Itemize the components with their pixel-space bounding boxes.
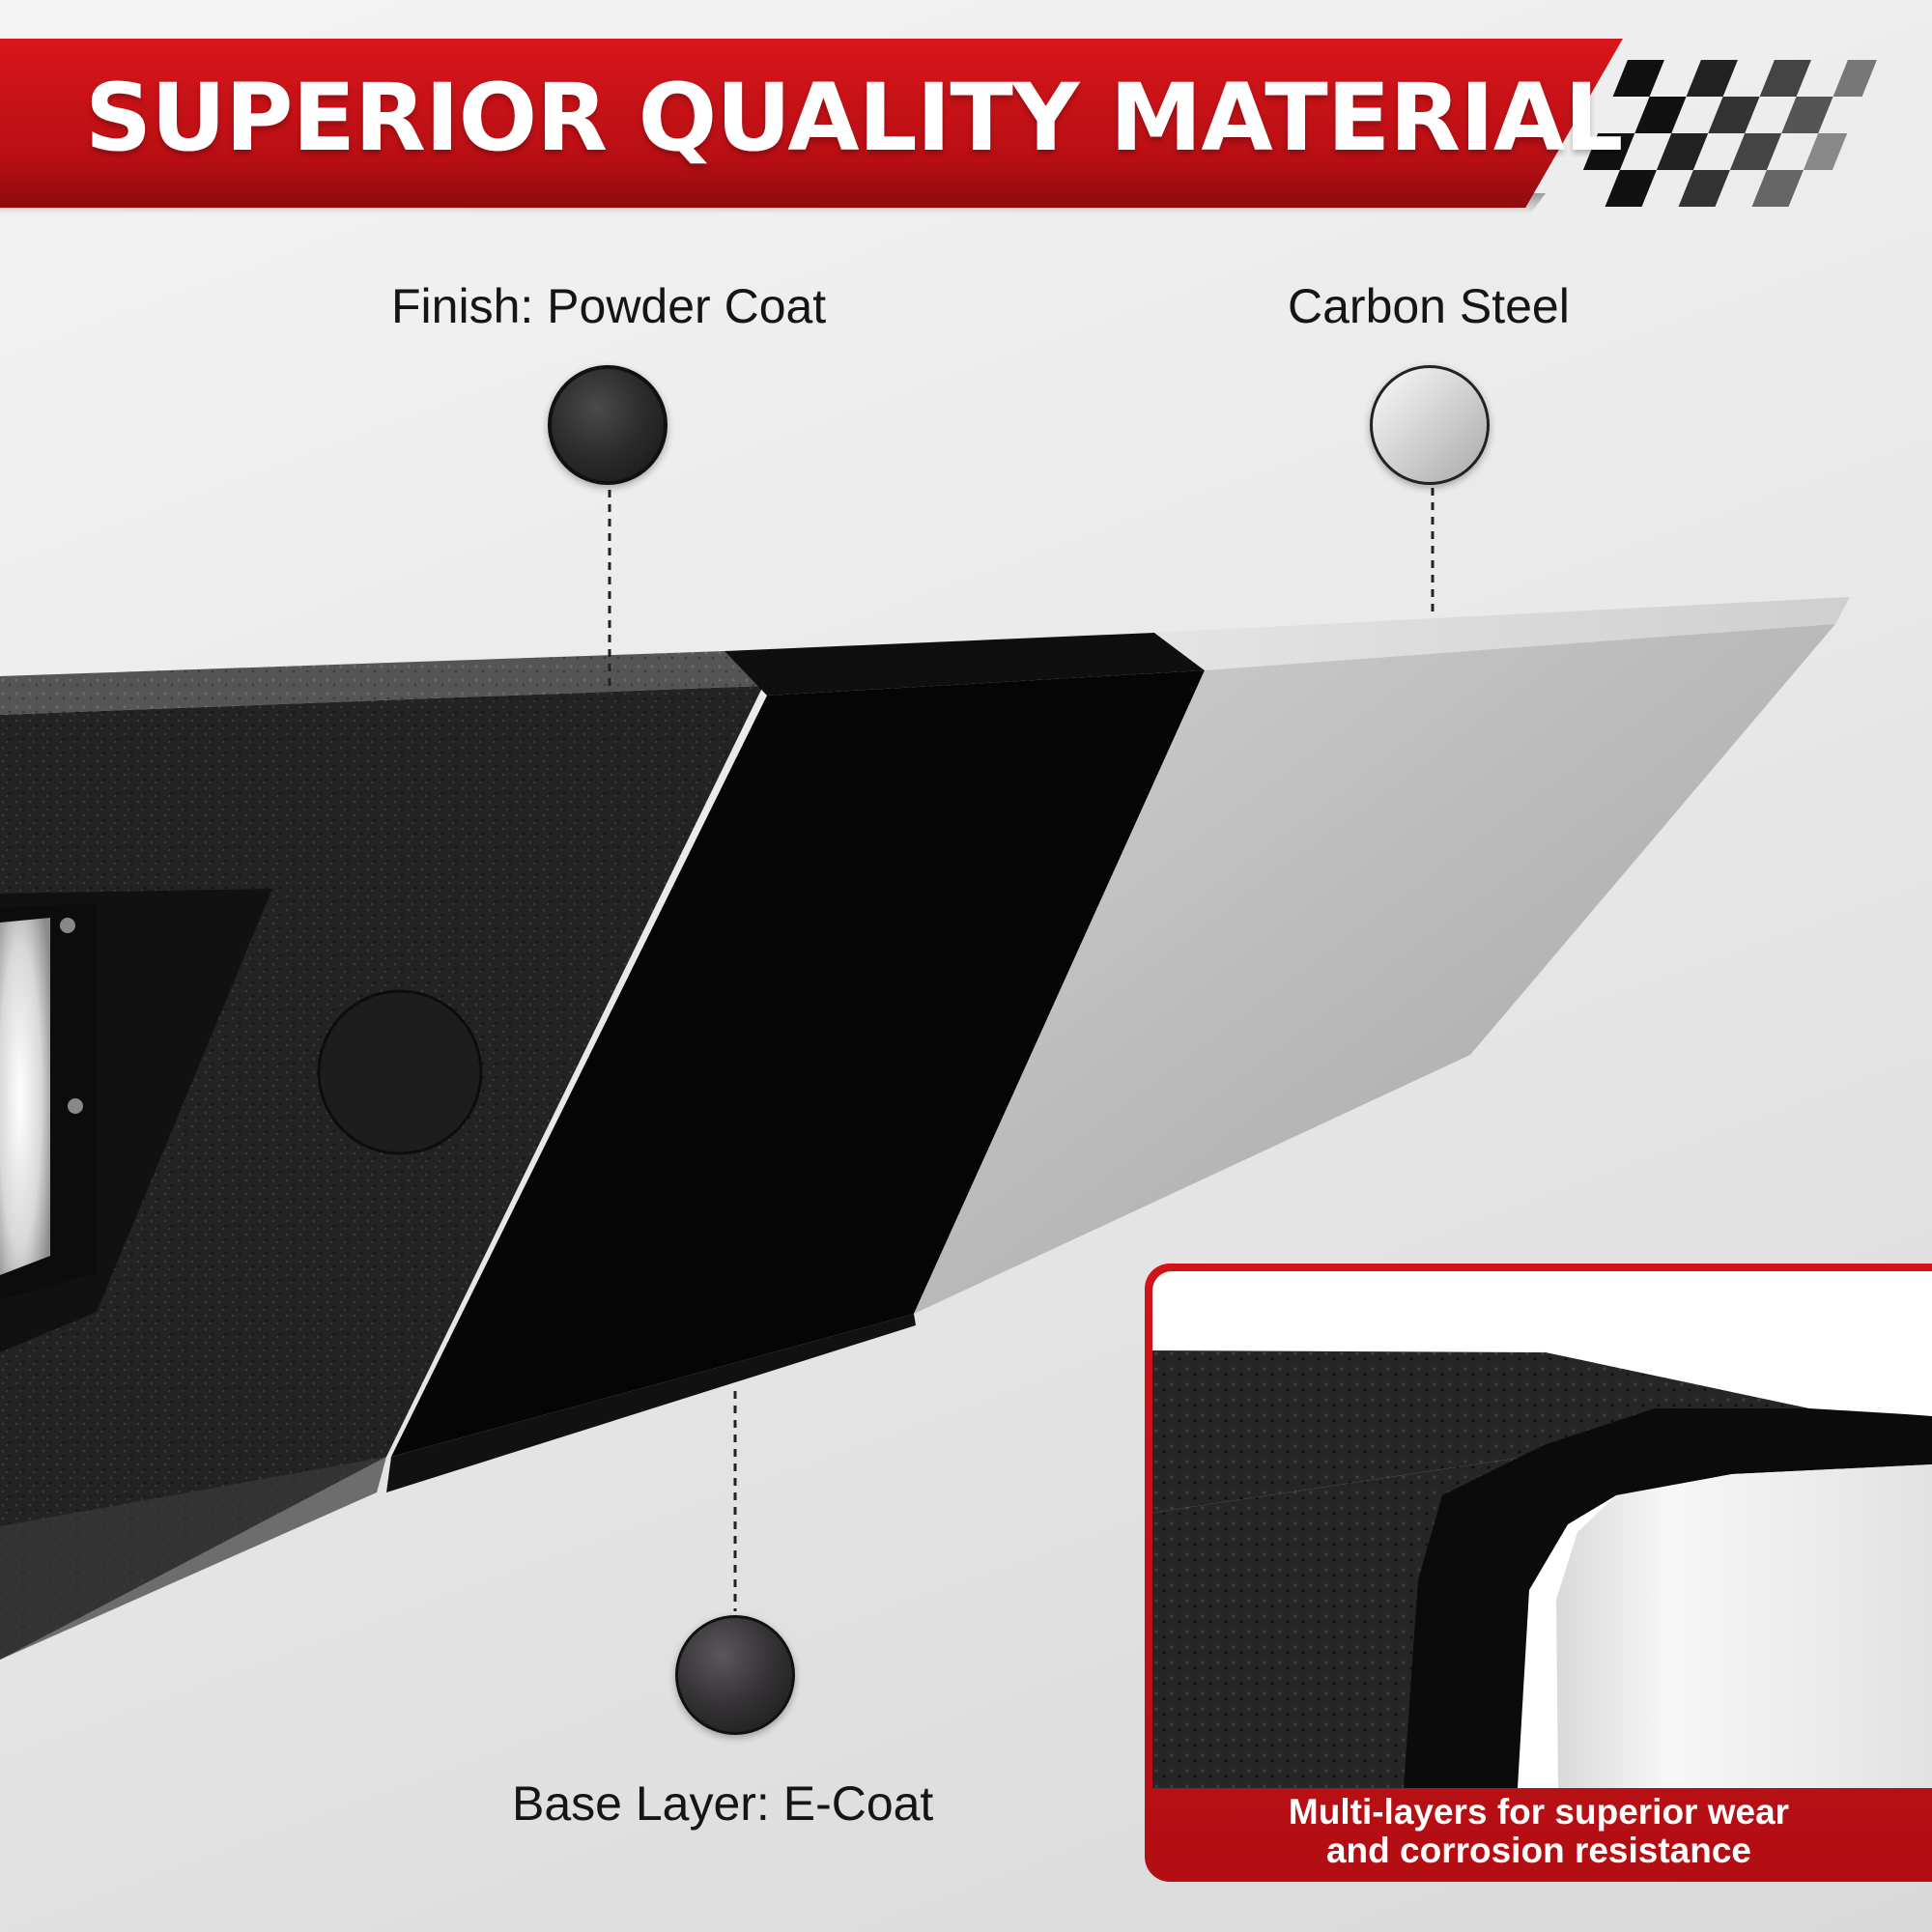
e-coat-face: [391, 670, 1205, 1457]
layers-closeup-illustration: [1152, 1347, 1932, 1788]
powder-coat-top-edge: [0, 651, 763, 715]
bolt-icon: [68, 1098, 83, 1114]
page-title: SUPERIOR QUALITY MATERIAL: [85, 64, 1623, 172]
inset-powder-face: [1152, 1495, 1442, 1788]
carbon-steel-swatch-icon: [1370, 365, 1490, 485]
mount-plug-cover: [317, 989, 483, 1155]
inset-e-coat-band: [1404, 1408, 1932, 1788]
e-coat-bottom-edge: [386, 1314, 916, 1492]
powder-coat-swatch-icon: [548, 365, 668, 485]
checkered-flag-icon: [1582, 60, 1877, 207]
inset-steel-face: [1556, 1464, 1932, 1788]
inset-caption: Multi-layers for superior wear and corro…: [1152, 1793, 1925, 1870]
led-lens: [0, 918, 50, 1275]
layers-closeup-photo: [1152, 1271, 1932, 1788]
finish-label: Finish: Powder Coat: [391, 279, 827, 333]
carbon-steel-face: [914, 624, 1835, 1314]
base-layer-label: Base Layer: E-Coat: [512, 1776, 934, 1831]
inset-caption-line-2: and corrosion resistance: [1325, 1831, 1752, 1870]
title-banner: [0, 39, 1623, 208]
powder-coat-bottom-edge: [0, 1457, 386, 1660]
carbon-steel-top-edge: [1154, 597, 1850, 670]
e-coat-swatch-icon: [675, 1615, 795, 1735]
carbon-steel-label: Carbon Steel: [1288, 279, 1570, 333]
e-coat-top-edge: [724, 633, 1205, 696]
bolt-icon: [60, 918, 75, 933]
layers-detail-inset: Multi-layers for superior wear and corro…: [1145, 1264, 1932, 1882]
inset-caption-line-1: Multi-layers for superior wear: [1288, 1792, 1790, 1832]
inset-powder-top: [1152, 1350, 1809, 1513]
